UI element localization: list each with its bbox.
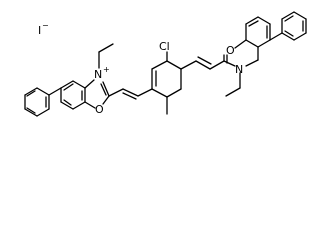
- left-oxygen-label: O: [95, 103, 104, 116]
- structure-canvas: I − N + O Cl O N: [24, 11, 307, 117]
- left-vinyl-bond-2: [122, 88, 139, 97]
- iodide-charge: −: [42, 21, 49, 30]
- iodide-label: I: [38, 24, 41, 37]
- right-phenyl-ring: [281, 11, 307, 41]
- left-nitrogen-charge: +: [103, 65, 110, 74]
- left-benzo-ring: [60, 80, 86, 110]
- chlorine-label: Cl: [159, 40, 170, 53]
- right-vinyl-bond-3: [209, 60, 225, 70]
- right-benzo-ring: [245, 16, 271, 61]
- right-oxazole-ring: [223, 39, 259, 67]
- right-vinyl-bond-2: [195, 60, 211, 70]
- molecule-diagram: I − N + O Cl O N: [24, 11, 307, 117]
- left-oxazole-ring: [84, 79, 110, 109]
- left-nitrogen-label: N: [94, 68, 102, 81]
- left-phenyl-link-bond: [48, 87, 62, 96]
- right-nitrogen-label: N: [235, 63, 243, 76]
- right-vinyl-double-line: [197, 56, 212, 65]
- central-cyclohexene-ring: [151, 60, 182, 98]
- left-vinyl-bond-1: [108, 88, 124, 97]
- right-oxygen-label: O: [226, 44, 235, 57]
- left-vinyl-bond-3: [137, 88, 153, 97]
- left-phenyl-ring: [24, 87, 50, 117]
- left-ethyl-bond-2: [98, 43, 114, 53]
- right-phenyl-link-bond: [269, 32, 283, 41]
- left-vinyl-double-line: [122, 92, 137, 100]
- right-ethyl-bond-2: [225, 87, 241, 97]
- right-vinyl-bond-1: [180, 60, 197, 70]
